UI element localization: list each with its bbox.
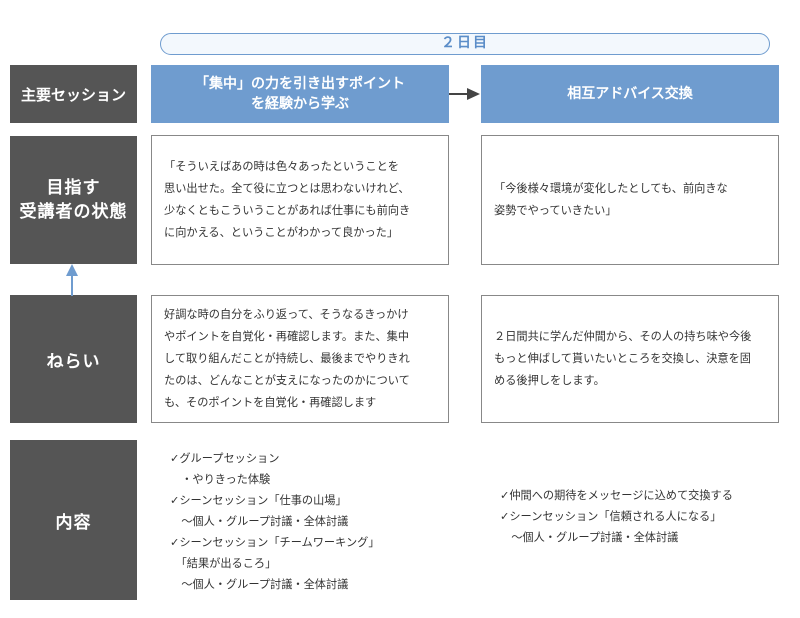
content-list-right: ✓仲間への期待をメッセージに込めて交換する ✓シーンセッション「信頼される人にな…	[500, 485, 790, 548]
row-label-aim: ねらい	[10, 295, 137, 423]
row-label-target-state-line1: 目指す	[46, 178, 101, 198]
aim-left-line: たのは、どんなことが支えになったのかについて	[164, 374, 410, 387]
aim-left-line: して取り組んだことが持続し、最後までやりきれ	[164, 352, 410, 365]
content-left-item: ✓シーンセッション「チームワーキング」	[170, 536, 380, 549]
row-label-target-state: 目指す 受講者の状態	[10, 136, 137, 264]
aim-right-line: ２日間共に学んだ仲間から、その人の持ち味や今後	[494, 330, 752, 343]
right-arrow-icon	[449, 88, 480, 100]
row-label-target-state-line2: 受講者の状態	[19, 202, 128, 222]
content-left-item: ・やりきった体験	[170, 473, 271, 486]
up-arrow-icon	[66, 264, 78, 296]
aim-left-line: やポイントを自覚化・再確認します。また、集中	[164, 330, 410, 343]
goal-left-line: 少なくともこういうことがあれば仕事にも前向き	[164, 204, 411, 217]
content-right-item: ✓シーンセッション「信頼される人になる」	[500, 510, 722, 523]
content-left-item: 〜個人・グループ討議・全体討議	[170, 578, 349, 591]
aim-left-line: 好調な時の自分をふり返って、そうなるきっかけ	[164, 308, 409, 321]
session-header-focus-line1: 「集中」の力を引き出すポイント	[195, 76, 405, 92]
goal-left-line: 「そういえばあの時は色々あったということを	[164, 160, 399, 173]
day-header: ２日目	[160, 33, 770, 55]
content-left-item: ✓グループセッション	[170, 452, 280, 465]
aim-box-right: ２日間共に学んだ仲間から、その人の持ち味や今後 もっと伸ばして貰いたいところを交…	[481, 295, 779, 423]
aim-left-line: も、そのポイントを自覚化・再確認します	[164, 396, 377, 409]
goal-right-line: 姿勢でやっていきたい」	[494, 204, 617, 217]
goal-left-line: に向かえる、ということがわかって良かった」	[164, 226, 399, 239]
goal-box-right: 「今後様々環境が変化したとしても、前向きな 姿勢でやっていきたい」	[481, 135, 779, 265]
content-left-item: 〜個人・グループ討議・全体討議	[170, 515, 349, 528]
session-header-advice-exchange: 相互アドバイス交換	[481, 65, 779, 123]
goal-box-left: 「そういえばあの時は色々あったということを 思い出せた。全て役に立つとは思わない…	[151, 135, 449, 265]
session-header-focus: 「集中」の力を引き出すポイント を経験から学ぶ	[151, 65, 449, 123]
row-label-content: 内容	[10, 440, 137, 600]
content-right-item: 〜個人・グループ討議・全体討議	[500, 531, 679, 544]
aim-right-line: める後押しをします。	[494, 374, 605, 387]
row-label-main-session: 主要セッション	[10, 65, 137, 123]
goal-left-line: 思い出せた。全て役に立つとは思わないけれど、	[164, 182, 410, 195]
session-header-focus-line2: を経験から学ぶ	[251, 96, 349, 112]
content-right-item: ✓仲間への期待をメッセージに込めて交換する	[500, 489, 733, 502]
content-left-item: 「結果が出るころ」	[170, 557, 277, 570]
content-left-item: ✓シーンセッション「仕事の山場」	[170, 494, 347, 507]
aim-right-line: もっと伸ばして貰いたいところを交換し、決意を固	[494, 352, 751, 365]
content-list-left: ✓グループセッション ・やりきった体験 ✓シーンセッション「仕事の山場」 〜個人…	[170, 448, 450, 595]
goal-right-line: 「今後様々環境が変化したとしても、前向きな	[494, 182, 728, 195]
aim-box-left: 好調な時の自分をふり返って、そうなるきっかけ やポイントを自覚化・再確認します。…	[151, 295, 449, 423]
